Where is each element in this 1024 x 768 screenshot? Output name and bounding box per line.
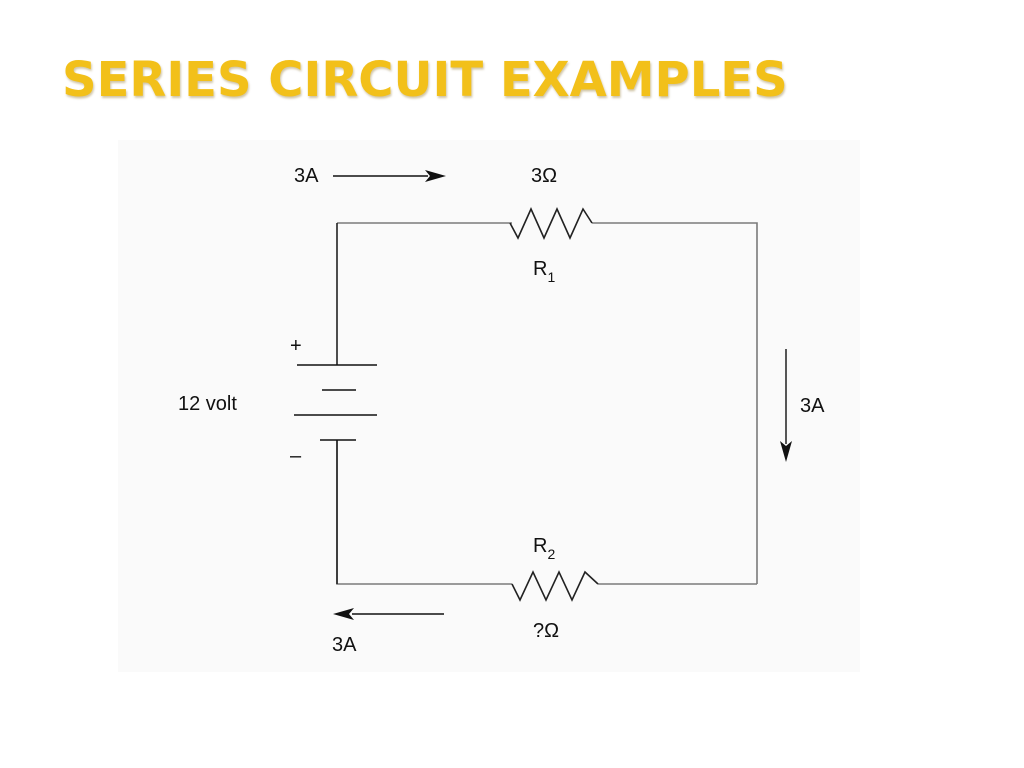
- current-top-label: 3A: [294, 165, 319, 187]
- r1-value-label: 3Ω: [531, 165, 557, 187]
- r1-subscript: 1: [547, 269, 555, 285]
- resistor-r1-symbol: [509, 207, 593, 240]
- r2-name: R: [533, 535, 547, 557]
- r1-name: R: [533, 258, 547, 280]
- battery-negative-label: –: [290, 445, 302, 467]
- r2-name-label: R2: [533, 535, 555, 562]
- battery-voltage-label: 12 volt: [178, 393, 237, 415]
- current-right-arrow-head: [780, 441, 792, 462]
- r2-subscript: 2: [547, 546, 555, 562]
- current-bottom-label: 3A: [332, 634, 357, 656]
- current-right-label: 3A: [800, 395, 825, 417]
- battery-positive-label: +: [290, 335, 302, 357]
- current-bottom-arrow-head: [333, 608, 354, 620]
- wire-top-right: [592, 222, 758, 584]
- resistor-r2-symbol: [511, 570, 599, 602]
- r1-name-label: R1: [533, 258, 555, 285]
- current-top-arrow-head: [425, 170, 446, 182]
- wire-bottom-left: [336, 440, 512, 585]
- r2-value-label: ?Ω: [533, 620, 559, 642]
- slide-title: SERIES CIRCUIT EXAMPLES: [62, 52, 788, 108]
